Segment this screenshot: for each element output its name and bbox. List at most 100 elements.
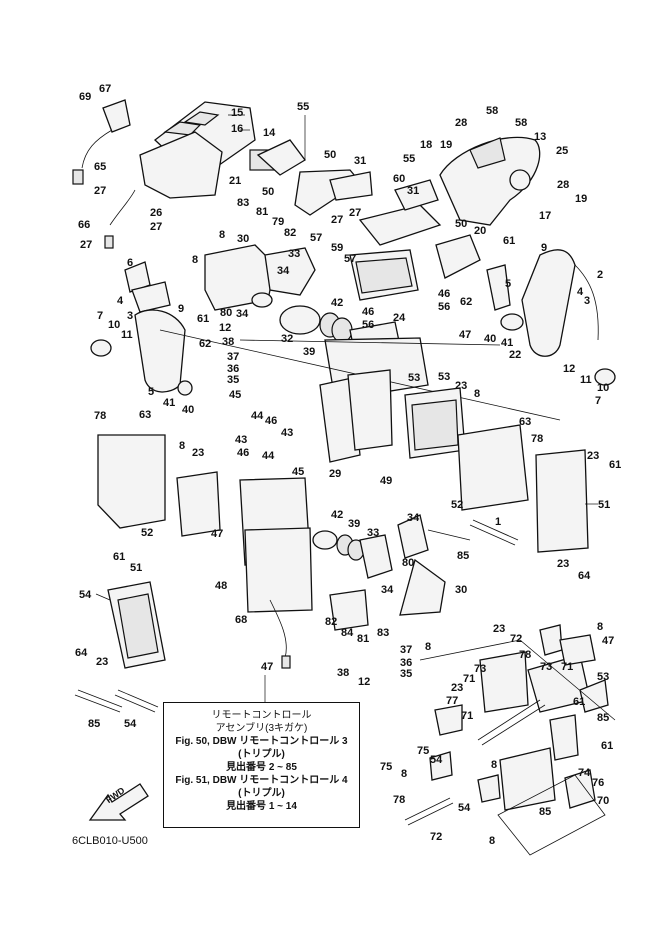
handle-cover-group xyxy=(72,99,306,249)
part-number: 31 xyxy=(407,185,420,197)
part-number: 8 xyxy=(491,759,498,771)
part-number: 27 xyxy=(94,185,107,197)
part-number: 13 xyxy=(534,131,547,143)
part-number: 30 xyxy=(455,584,468,596)
part-number: 36 xyxy=(227,363,240,375)
part-number: 46 xyxy=(438,288,451,300)
part-number: 62 xyxy=(460,296,473,308)
part-number: 23 xyxy=(455,380,468,392)
part-number: 74 xyxy=(578,767,591,779)
part-number: 54 xyxy=(79,589,92,601)
right-handle-group xyxy=(439,136,616,386)
part-number: 7 xyxy=(97,310,104,322)
part-number: 53 xyxy=(597,671,610,683)
part-number: 39 xyxy=(348,518,361,530)
part-number: 73 xyxy=(474,663,487,675)
part-number: 5 xyxy=(505,278,512,290)
legend-title: リモートコントロール xyxy=(211,710,312,721)
part-number: 52 xyxy=(141,527,154,539)
part-number: 2 xyxy=(597,269,604,281)
part-number: 27 xyxy=(349,207,362,219)
part-number: 71 xyxy=(463,673,476,685)
part-number: 11 xyxy=(580,374,592,386)
part-number: 84 xyxy=(341,627,354,639)
part-number: 72 xyxy=(510,633,523,645)
part-number: 47 xyxy=(261,661,274,673)
part-number: 22 xyxy=(509,349,522,361)
part-number: 41 xyxy=(501,337,514,349)
part-number: 34 xyxy=(407,512,420,524)
part-number: 8 xyxy=(425,641,432,653)
part-number: 71 xyxy=(461,710,474,722)
part-number: 15 xyxy=(231,107,244,119)
part-number: 78 xyxy=(393,794,406,806)
part-number: 79 xyxy=(272,216,285,228)
part-number: 3 xyxy=(584,295,591,307)
part-number: 76 xyxy=(592,777,605,789)
part-number: 12 xyxy=(563,363,576,375)
part-number: 50 xyxy=(262,186,275,198)
part-number: 62 xyxy=(199,338,212,350)
part-number: 82 xyxy=(325,616,338,628)
part-number: 27 xyxy=(150,221,163,233)
part-number: 85 xyxy=(539,806,552,818)
part-number: 28 xyxy=(455,117,468,129)
part-number: 34 xyxy=(236,308,249,320)
part-number: 71 xyxy=(561,661,574,673)
part-number: 60 xyxy=(393,173,406,185)
part-number: 78 xyxy=(531,433,544,445)
part-number: 56 xyxy=(362,319,375,331)
part-number: 8 xyxy=(219,229,226,241)
part-number: 27 xyxy=(80,239,93,251)
part-number: 24 xyxy=(393,312,406,324)
part-number: 50 xyxy=(324,149,337,161)
part-number: 1 xyxy=(495,516,502,528)
part-number: 10 xyxy=(597,382,610,394)
part-number: 85 xyxy=(88,718,101,730)
part-number: 20 xyxy=(474,225,487,237)
part-number: 59 xyxy=(331,242,344,254)
part-number: 55 xyxy=(403,153,416,165)
part-number: 4 xyxy=(577,286,584,298)
part-number: 51 xyxy=(130,562,143,574)
part-number: 7 xyxy=(595,395,602,407)
part-number: 8 xyxy=(192,254,199,266)
part-number: 78 xyxy=(519,649,532,661)
part-number: 47 xyxy=(602,635,615,647)
part-number: 85 xyxy=(597,712,610,724)
part-number: 30 xyxy=(237,233,250,245)
part-number: 6 xyxy=(127,257,134,269)
part-number: 26 xyxy=(150,207,163,219)
part-number: 23 xyxy=(96,656,109,668)
drawing-code: 6CLB010-U500 xyxy=(72,835,148,847)
part-number: 55 xyxy=(297,101,310,113)
legend-fig50: Fig. 50, DBW リモートコントロール 3 xyxy=(175,736,348,747)
part-number: 78 xyxy=(94,410,107,422)
part-number: 75 xyxy=(380,761,393,773)
part-number: 41 xyxy=(163,397,176,409)
part-number: 81 xyxy=(256,206,269,218)
part-number: 63 xyxy=(519,416,532,428)
part-number: 83 xyxy=(377,627,390,639)
legend-fig51-range: 見出番号 1 ~ 14 xyxy=(226,801,297,812)
part-number: 44 xyxy=(262,450,275,462)
part-number: 35 xyxy=(400,668,413,680)
part-number: 66 xyxy=(78,219,91,231)
part-number: 29 xyxy=(329,468,342,480)
legend-fig50-range: 見出番号 2 ~ 85 xyxy=(226,762,297,773)
part-number: 53 xyxy=(438,371,451,383)
part-number: 34 xyxy=(277,265,290,277)
leader-lines xyxy=(95,114,598,705)
part-number: 27 xyxy=(331,214,344,226)
part-number: 83 xyxy=(237,197,250,209)
part-number: 19 xyxy=(575,193,588,205)
legend-fig51-type: (トリプル) xyxy=(238,788,285,799)
legend-box: リモートコントロール アセンブリ(3キガケ) Fig. 50, DBW リモート… xyxy=(163,702,360,828)
part-number: 82 xyxy=(284,227,297,239)
part-number: 40 xyxy=(484,333,497,345)
part-number: 4 xyxy=(117,295,124,307)
part-number: 42 xyxy=(331,509,344,521)
part-number: 61 xyxy=(113,551,126,563)
part-number: 46 xyxy=(265,415,278,427)
part-number: 56 xyxy=(438,301,451,313)
